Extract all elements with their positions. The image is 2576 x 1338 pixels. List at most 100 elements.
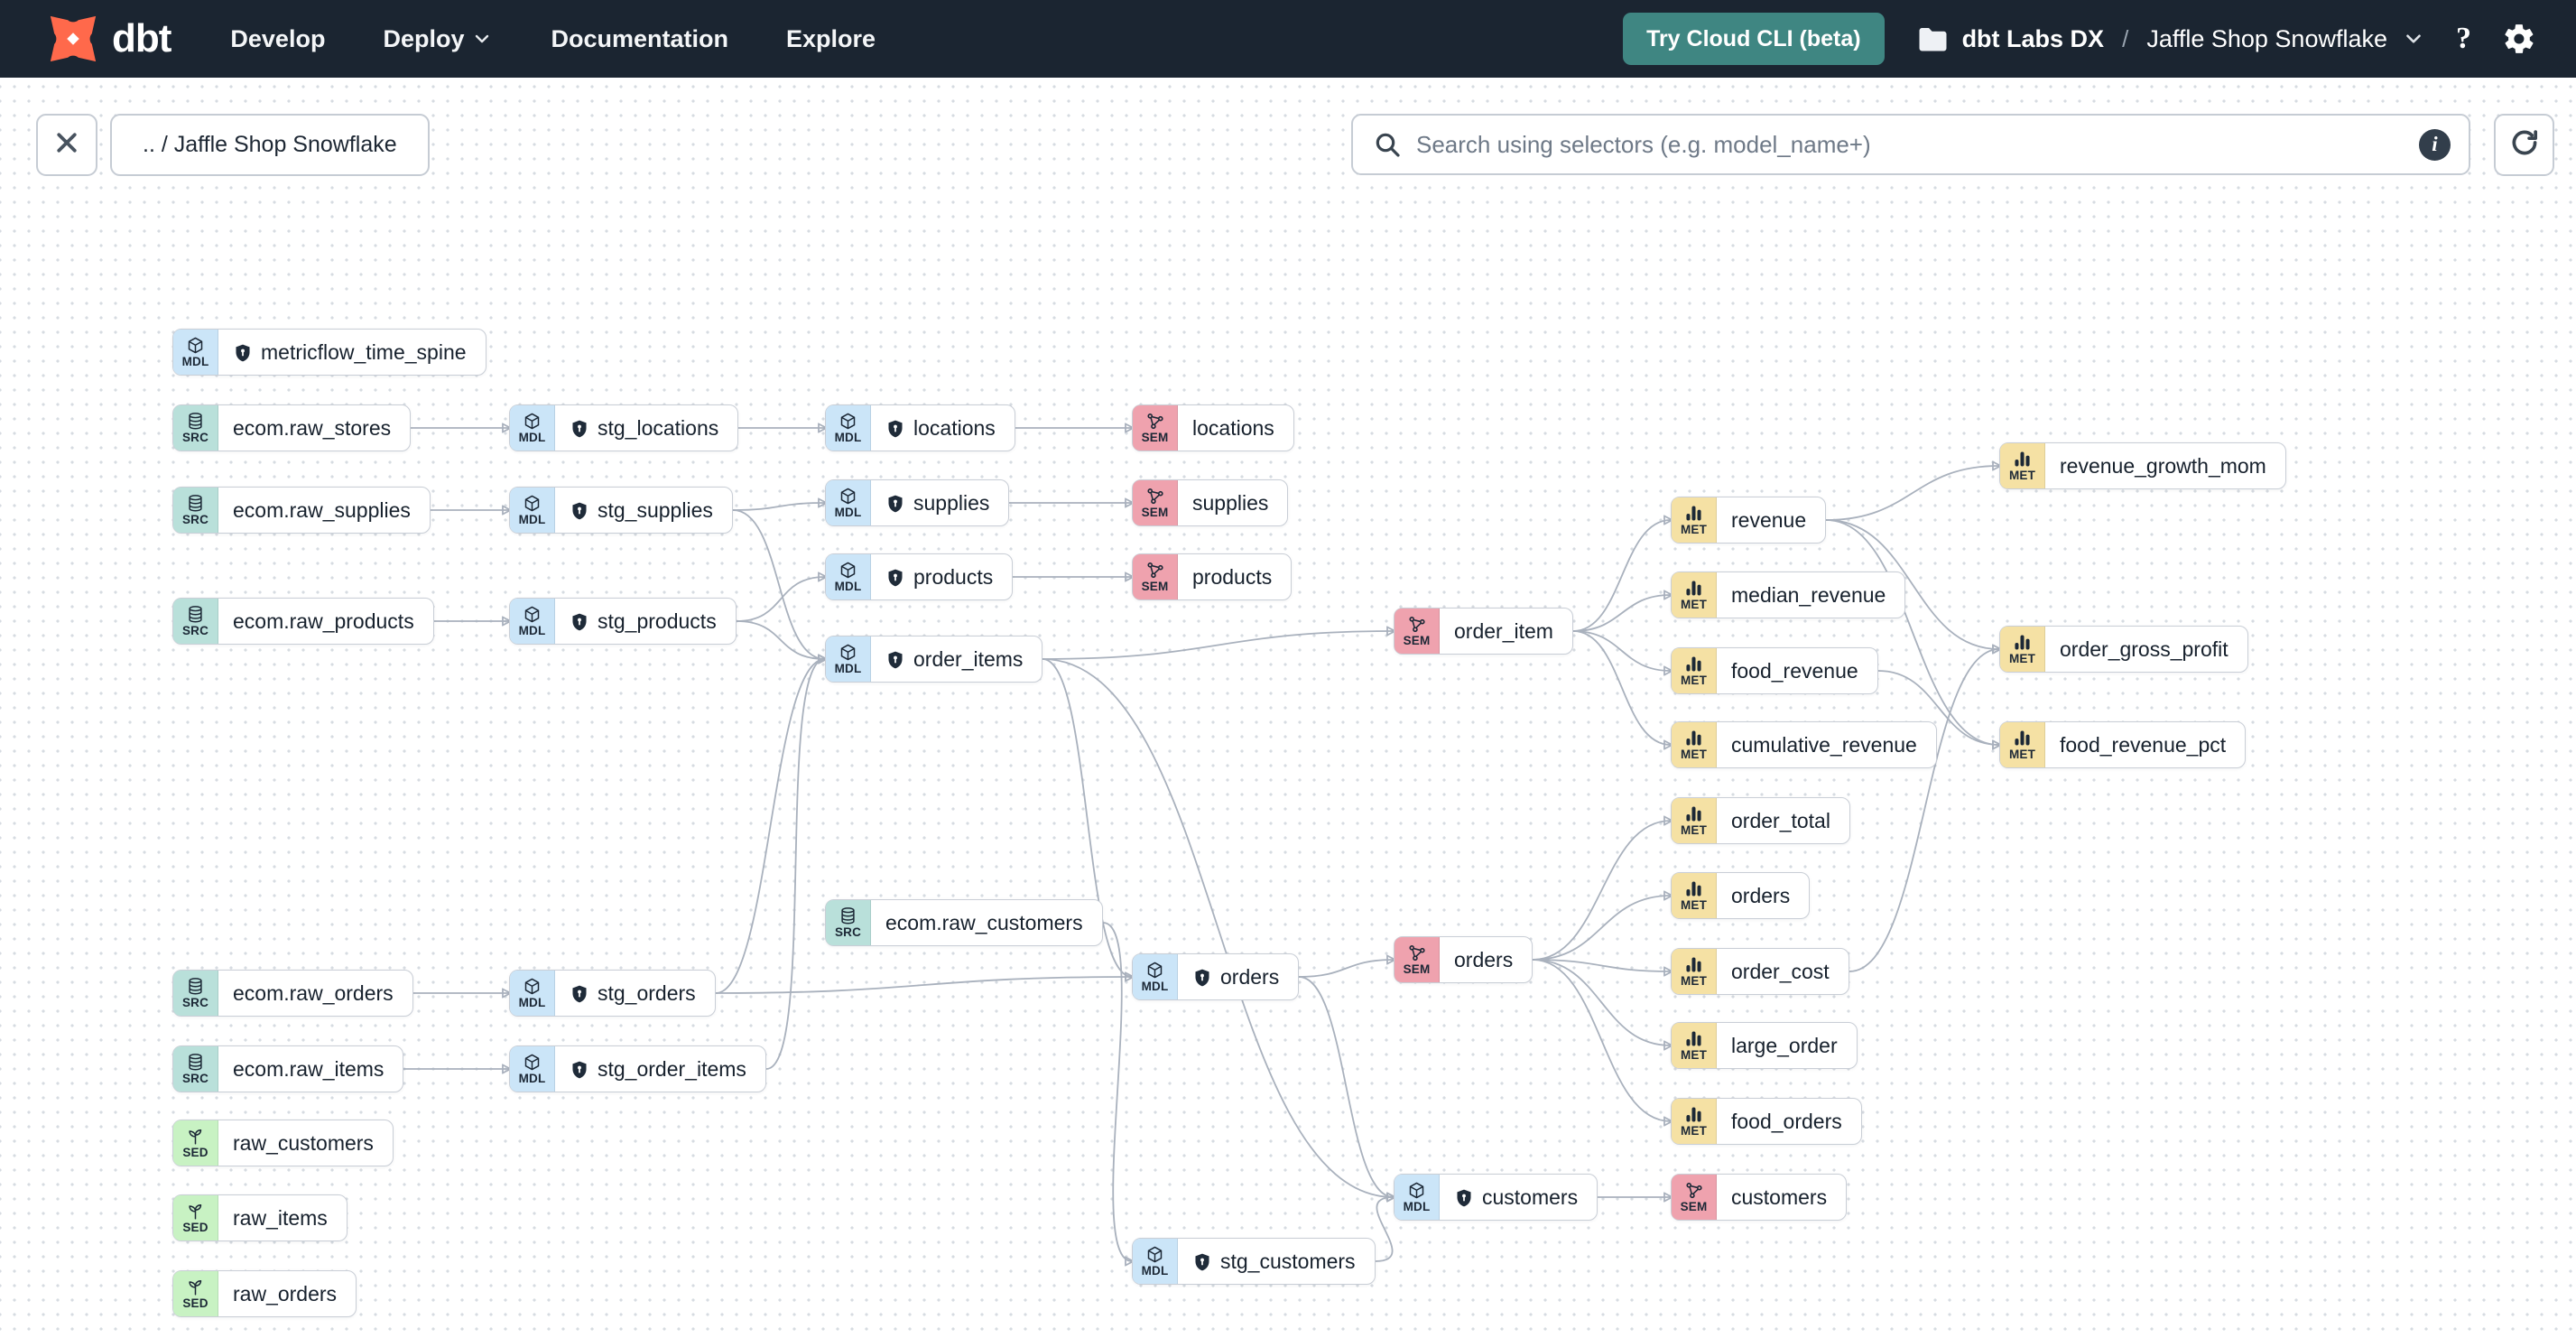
node-kind-badge: MDL (826, 554, 871, 599)
node-body: revenue (1717, 497, 1825, 543)
account-project-selector[interactable]: dbt Labs DX / Jaffle Shop Snowflake (1915, 23, 2425, 55)
node-kind-badge: SEM (1395, 609, 1440, 654)
lineage-breadcrumb[interactable]: .. / Jaffle Shop Snowflake (110, 114, 430, 176)
node-label: stg_products (598, 609, 717, 633)
node-label: ecom.raw_stores (233, 415, 392, 440)
info-icon[interactable]: i (2419, 128, 2451, 161)
lineage-edge-orders_sem-to-order_total (1532, 821, 1671, 961)
metric-icon (2013, 450, 2032, 469)
node-kind-label: MDL (1141, 980, 1169, 994)
metric-icon (1684, 1105, 1703, 1124)
metric-icon (2013, 633, 2032, 652)
semantic-model-icon (1407, 615, 1426, 634)
node-body: ecom.raw_customers (871, 900, 1102, 945)
shield-check-icon (570, 500, 589, 521)
node-kind-badge: SRC (173, 971, 218, 1016)
lineage-node-products_sem[interactable]: SEM products (1132, 553, 1293, 600)
node-body: stg_supplies (555, 488, 732, 533)
node-kind-label: MDL (518, 996, 546, 1010)
node-kind-badge: MET (1672, 1099, 1717, 1144)
node-label: products (1192, 564, 1273, 589)
lineage-edge-orders_sem-to-order_cost (1532, 959, 1671, 971)
shield-check-icon (233, 342, 253, 363)
nav-item-develop[interactable]: Develop (230, 24, 326, 52)
lineage-edge-ecom_raw_customers-to-stg_customers (1102, 922, 1132, 1261)
node-kind-badge: MET (2000, 443, 2045, 488)
cube-icon (839, 643, 857, 662)
try-cloud-cli-button[interactable]: Try Cloud CLI (beta) (1623, 13, 1885, 65)
node-body: locations (871, 405, 1015, 451)
lineage-edge-stg_customers-to-customers_mdl (1375, 1197, 1394, 1262)
node-kind-label: MET (1680, 523, 1708, 537)
nav-item-documentation[interactable]: Documentation (551, 24, 728, 52)
node-label: stg_locations (598, 415, 719, 440)
gear-icon[interactable] (2502, 22, 2536, 56)
node-kind-label: MET (1680, 674, 1708, 688)
close-lineage-button[interactable] (36, 114, 97, 176)
lineage-node-revenue[interactable]: MET revenue (1671, 497, 1827, 544)
search-input[interactable] (1416, 130, 2419, 159)
node-label: order_total (1731, 808, 1830, 832)
lineage-edge-orders_sem-to-food_orders (1532, 959, 1671, 1121)
node-body: cumulative_revenue (1717, 722, 1936, 767)
node-kind-label: SEM (1141, 580, 1169, 594)
node-label: metricflow_time_spine (261, 339, 467, 364)
nav-item-explore[interactable]: Explore (786, 24, 876, 52)
lineage-edge-stg_products-to-order_items (736, 620, 825, 659)
node-kind-badge: SED (173, 1271, 218, 1316)
node-label: orders (1731, 883, 1791, 907)
node-kind-badge: SRC (173, 599, 218, 644)
close-icon (53, 129, 80, 161)
node-kind-badge: MDL (826, 480, 871, 525)
nav-item-deploy[interactable]: Deploy (383, 25, 493, 53)
refresh-button[interactable] (2494, 114, 2554, 176)
dbt-logo[interactable]: dbt (47, 13, 171, 65)
node-kind-label: SRC (181, 996, 209, 1010)
help-icon[interactable]: ? (2456, 22, 2471, 55)
node-body: supplies (1178, 480, 1287, 525)
node-kind-badge: MDL (826, 636, 871, 682)
breadcrumb-separator: / (2122, 24, 2129, 52)
node-body: orders (1440, 937, 1532, 982)
lineage-edge-order_item_sem-to-median_revenue (1572, 595, 1671, 632)
